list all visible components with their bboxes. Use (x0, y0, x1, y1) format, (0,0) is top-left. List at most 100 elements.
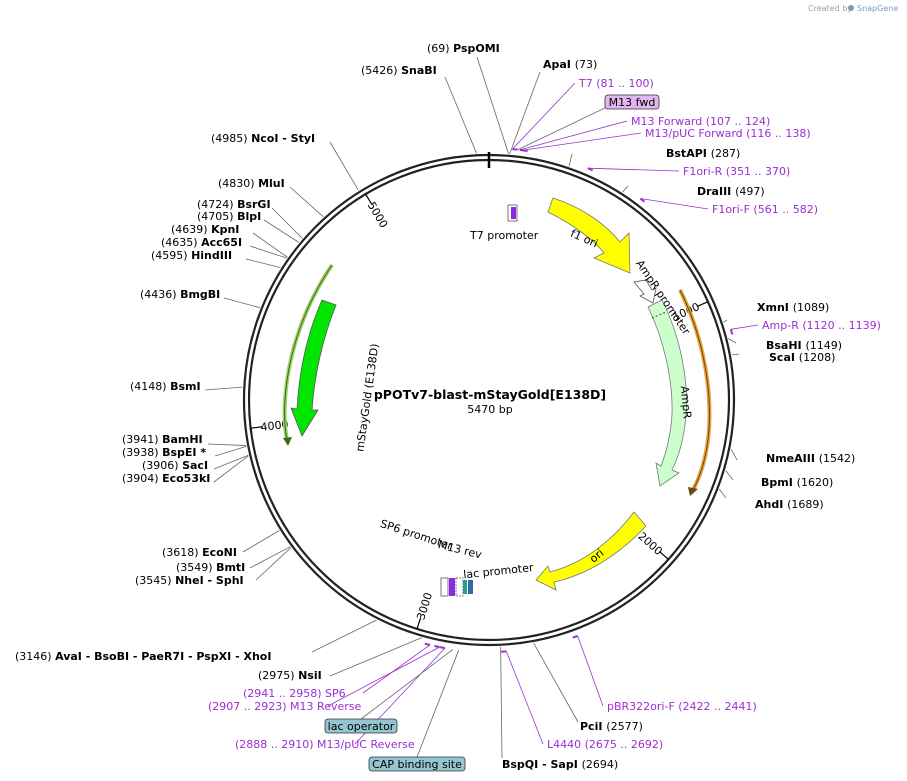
enzyme-label[interactable]: (4985) NcoI - StyI (211, 132, 315, 145)
boxed-label[interactable]: M13 fwd (609, 96, 656, 109)
boxed-leader (416, 650, 460, 758)
mstaygold-arrow[interactable] (290, 299, 337, 437)
enzyme-leader (723, 319, 728, 323)
m13-rev-box[interactable] (449, 578, 455, 596)
primer-label[interactable]: T7 (81 .. 100) (578, 77, 654, 90)
orf-orange-head (688, 487, 698, 496)
enzyme-label[interactable]: BpmI (1620) (761, 476, 833, 489)
primer-label[interactable]: (2907 .. 2923) M13 Reverse (208, 700, 361, 713)
primer-label[interactable]: F1ori-F (561 .. 582) (712, 203, 818, 216)
enzyme-label[interactable]: (4830) MluI (218, 177, 285, 190)
lac-promoter-label: lac promoter (463, 561, 535, 581)
credit-brand: SnapGene (857, 4, 898, 13)
enzyme-label[interactable]: (69) PspOMI (427, 42, 500, 55)
enzyme-leader (207, 443, 247, 446)
t7-primer-bar (511, 207, 516, 219)
enzyme-label[interactable]: BsaHI (1149) (766, 339, 842, 352)
lac-promoter-box[interactable] (455, 577, 464, 597)
primer-label[interactable]: pBR322ori-F (2422 .. 2441) (607, 700, 757, 713)
enzyme-leader (500, 646, 503, 759)
enzyme-label[interactable]: (3618) EcoNI (162, 546, 237, 559)
ampr-promoter-arrow[interactable] (633, 279, 657, 304)
primer-site-mark (512, 148, 518, 151)
enzyme-leader (731, 353, 740, 356)
enzyme-label[interactable]: BspQI - SapI (2694) (502, 758, 618, 771)
orf-orange-line (679, 289, 710, 491)
enzyme-label[interactable]: PciI (2577) (580, 720, 643, 733)
primer-leader (577, 635, 604, 707)
m13-rev-label: M13 rev (437, 538, 484, 562)
enzyme-label[interactable]: NmeAIII (1542) (766, 452, 855, 465)
enzyme-leader (255, 547, 292, 581)
tick-label: 3000 (414, 591, 435, 622)
primer-label[interactable]: (2941 .. 2958) SP6 (243, 687, 346, 700)
cap-site-box (463, 580, 467, 594)
tick-label: 2000 (635, 530, 665, 558)
enzyme-leader (725, 470, 734, 481)
enzyme-leader (249, 245, 287, 259)
enzyme-label[interactable]: BstAPI (287) (666, 147, 740, 160)
enzyme-label[interactable]: (3545) NheI - SphI (135, 574, 244, 587)
enzyme-label[interactable]: (3146) AvaI - BsoBI - PaeR7I - PspXI - X… (15, 650, 271, 663)
sp6-promoter-box[interactable] (440, 577, 449, 597)
boxed-label[interactable]: lac operator (328, 720, 395, 733)
ampr-arrow[interactable] (647, 299, 687, 487)
enzyme-label[interactable]: (4436) BmgBI (140, 288, 220, 301)
enzyme-label[interactable]: (2975) NsiI (258, 669, 322, 682)
enzyme-label[interactable]: (5426) SnaBI (361, 64, 437, 77)
enzyme-label[interactable]: AhdI (1689) (755, 498, 824, 511)
plasmid-size: 5470 bp (467, 403, 512, 416)
enzyme-label[interactable]: DraIII (497) (697, 185, 765, 198)
primer-leader (512, 82, 576, 150)
enzyme-label[interactable]: ScaI (1208) (769, 351, 835, 364)
boxed-label-bg (324, 718, 398, 734)
enzyme-label[interactable]: XmnI (1089) (757, 301, 829, 314)
primer-label[interactable]: F1ori-R (351 .. 370) (683, 165, 790, 178)
enzyme-label[interactable]: (3938) BspEI * (122, 446, 206, 459)
enzyme-leader (730, 448, 738, 461)
enzyme-leader (622, 185, 629, 193)
enzyme-leader (719, 488, 727, 499)
primer-label[interactable]: M13/pUC Forward (116 .. 138) (645, 127, 811, 140)
enzyme-label[interactable]: (3906) SacI (142, 459, 208, 472)
enzyme-leader (242, 530, 280, 553)
primer-label[interactable]: Amp-R (1120 .. 1139) (762, 319, 881, 332)
primer-leader (505, 651, 544, 745)
enzyme-leader (214, 446, 247, 457)
boxed-label-bg (368, 756, 466, 772)
enzyme-label[interactable]: (3549) BmtI (176, 561, 245, 574)
primer-label[interactable]: M13 Forward (107 .. 124) (631, 115, 770, 128)
snapgene-logo-icon (848, 5, 854, 11)
primer-site-mark (439, 646, 446, 650)
enzyme-leader (213, 454, 249, 470)
enzyme-label[interactable]: (3941) BamHI (122, 433, 203, 446)
primer-leader (522, 132, 642, 151)
plasmid-name: pPOTv7-blast-mStayGold[E138D] (374, 387, 606, 402)
ori-arrow[interactable] (535, 511, 647, 591)
primer-leader (640, 198, 709, 210)
enzyme-label[interactable]: (3904) Eco53kI (122, 472, 210, 485)
boxed-label[interactable]: CAP binding site (372, 758, 462, 771)
enzyme-label[interactable]: (4635) Acc65I (161, 236, 242, 249)
tick-mark (250, 426, 263, 429)
enzyme-leader (213, 455, 249, 483)
enzyme-label[interactable]: (4705) BlpI (197, 210, 261, 223)
tick-mark (365, 193, 373, 205)
enzyme-leader (223, 297, 261, 309)
enzyme-label[interactable]: (4595) HindIII (151, 249, 232, 262)
primer-label[interactable]: (2888 .. 2910) M13/pUC Reverse (235, 738, 415, 751)
enzyme-label[interactable]: (4639) KpnI (171, 223, 239, 236)
enzyme-label[interactable]: (4724) BsrGI (197, 198, 271, 211)
tick-label: 4000 (260, 418, 289, 434)
tick-mark (659, 551, 669, 560)
enzyme-leader (249, 546, 291, 569)
primer-site-mark (639, 197, 646, 203)
boxed-leader (360, 649, 454, 720)
f1-ori-arrow[interactable] (547, 197, 631, 274)
primer-label[interactable]: L4440 (2675 .. 2692) (547, 738, 663, 751)
enzyme-label[interactable]: (4148) BsmI (130, 380, 201, 393)
enzyme-label[interactable]: ApaI (73) (543, 58, 597, 71)
enzyme-leader (204, 386, 243, 391)
